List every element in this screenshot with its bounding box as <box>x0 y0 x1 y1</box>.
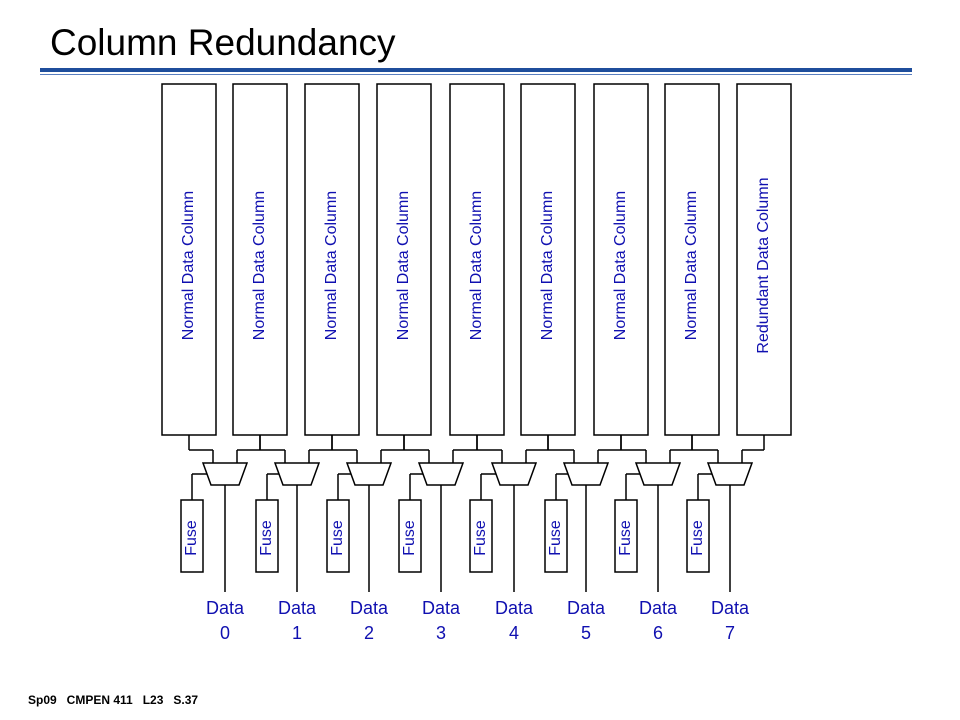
data-output-label: Data <box>639 598 678 618</box>
data-column <box>736 83 792 436</box>
column-label: Redundant Data Column <box>755 177 772 353</box>
data-output-index: 2 <box>364 623 374 643</box>
fuse <box>686 499 710 573</box>
data-output-label: Data <box>350 598 389 618</box>
fuse <box>398 499 422 573</box>
data-output-index: 1 <box>292 623 302 643</box>
fuse-label: Fuse <box>183 520 200 556</box>
data-output-index: 3 <box>436 623 446 643</box>
fuse <box>544 499 568 573</box>
data-output-index: 6 <box>653 623 663 643</box>
title-underline-thin <box>40 74 912 75</box>
fuse-label: Fuse <box>258 520 275 556</box>
column-label: Normal Data Column <box>612 191 629 340</box>
multiplexer <box>273 462 321 486</box>
page-title: Column Redundancy <box>50 22 396 63</box>
fuse <box>180 499 204 573</box>
multiplexer <box>345 462 393 486</box>
fuse <box>326 499 350 573</box>
data-output-index: 7 <box>725 623 735 643</box>
slide-footer: Sp09 CMPEN 411 L23 S.37 <box>28 693 199 707</box>
data-column <box>161 83 217 436</box>
data-column <box>593 83 649 436</box>
fuse-label: Fuse <box>689 520 706 556</box>
fuse <box>469 499 493 573</box>
multiplexer <box>417 462 465 486</box>
data-output-label: Data <box>278 598 317 618</box>
data-column <box>664 83 720 436</box>
data-column <box>376 83 432 436</box>
fuse <box>614 499 638 573</box>
data-output-label: Data <box>711 598 750 618</box>
data-output-index: 5 <box>581 623 591 643</box>
data-output-label: Data <box>495 598 534 618</box>
multiplexer <box>634 462 682 486</box>
column-label: Normal Data Column <box>251 191 268 340</box>
multiplexer <box>562 462 610 486</box>
fuse-label: Fuse <box>617 520 634 556</box>
column-label: Normal Data Column <box>323 191 340 340</box>
column-label: Normal Data Column <box>180 191 197 340</box>
data-column <box>520 83 576 436</box>
data-output-label: Data <box>422 598 461 618</box>
data-column <box>449 83 505 436</box>
multiplexer <box>490 462 538 486</box>
fuse <box>255 499 279 573</box>
column-label: Normal Data Column <box>468 191 485 340</box>
fuse-label: Fuse <box>472 520 489 556</box>
data-column <box>304 83 360 436</box>
multiplexer <box>706 462 754 486</box>
fuse-label: Fuse <box>547 520 564 556</box>
data-output-label: Data <box>206 598 245 618</box>
data-output-index: 0 <box>220 623 230 643</box>
column-label: Normal Data Column <box>395 191 412 340</box>
column-label: Normal Data Column <box>539 191 556 340</box>
fuse-label: Fuse <box>401 520 418 556</box>
data-output-index: 4 <box>509 623 519 643</box>
multiplexer <box>201 462 249 486</box>
column-label: Normal Data Column <box>683 191 700 340</box>
fuse-label: Fuse <box>329 520 346 556</box>
data-column <box>232 83 288 436</box>
title-underline <box>40 68 912 72</box>
data-output-label: Data <box>567 598 606 618</box>
